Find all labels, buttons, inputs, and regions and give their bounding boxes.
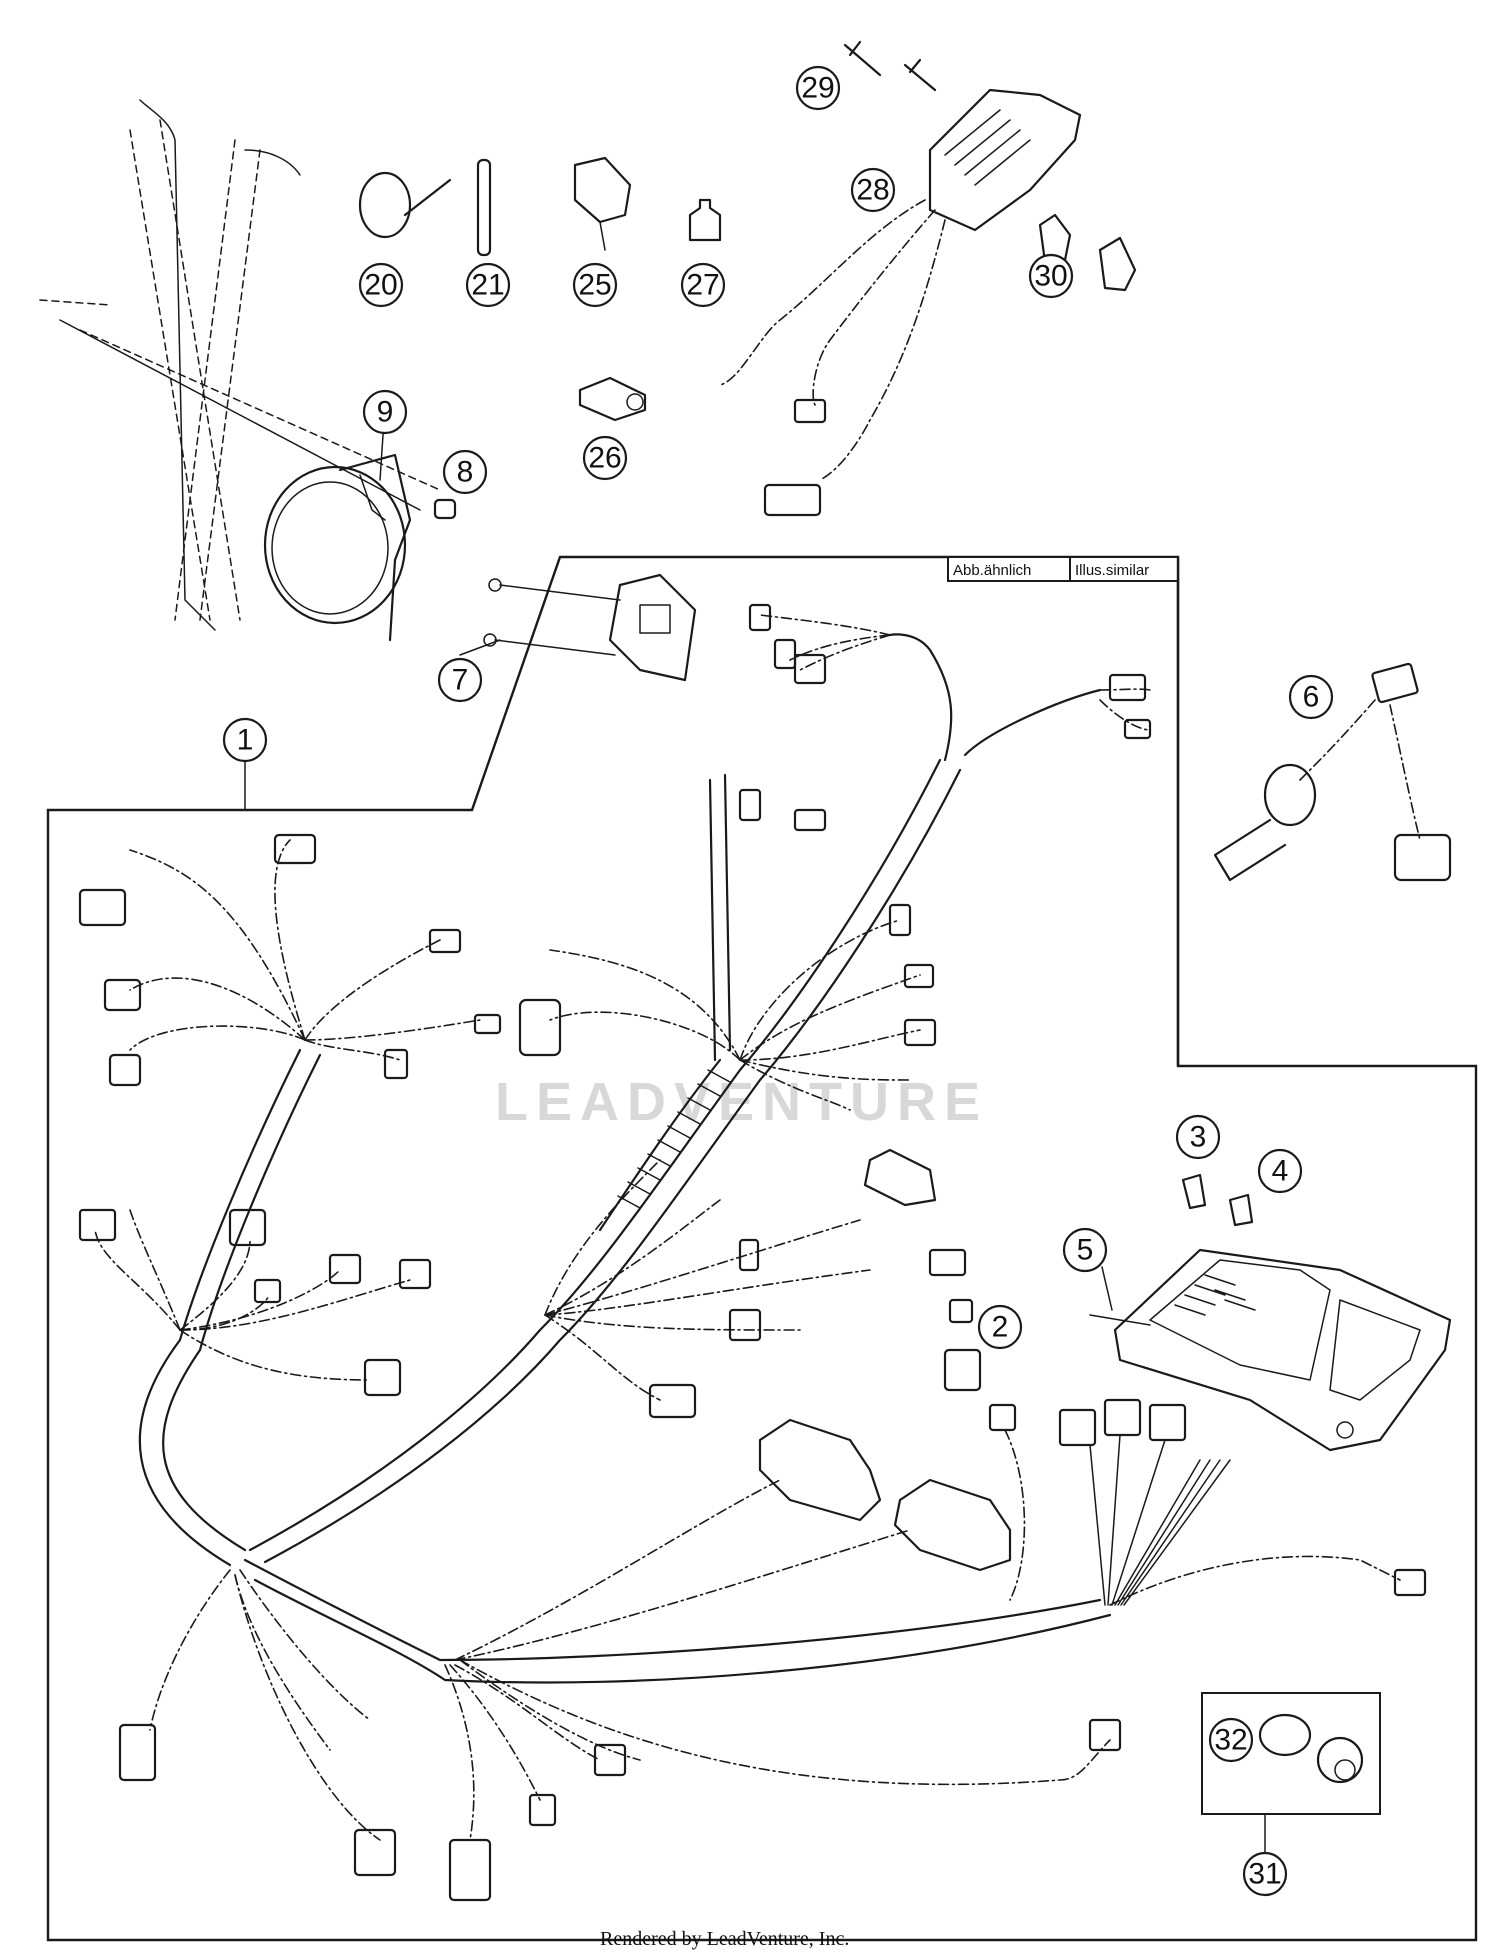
callout-28: 28: [850, 167, 896, 213]
callout-25: 25: [572, 262, 618, 308]
callout-31: 31: [1242, 1851, 1288, 1897]
svg-text:31: 31: [1248, 1858, 1281, 1891]
relay-clips: [1181, 1173, 1254, 1227]
horn: [263, 453, 457, 642]
svg-text:4: 4: [1272, 1155, 1289, 1188]
legend-right-text: Illus.similar: [1075, 562, 1149, 579]
callout-8: 8: [442, 449, 488, 495]
svg-text:20: 20: [364, 269, 397, 302]
connector-26: [578, 376, 647, 422]
callout-2: 2: [977, 1304, 1023, 1350]
callout-5: 5: [1062, 1227, 1108, 1273]
svg-text:9: 9: [377, 396, 394, 429]
svg-text:28: 28: [856, 174, 889, 207]
svg-text:29: 29: [801, 72, 834, 105]
bolts-29: [843, 40, 937, 92]
cable-tie-20: [358, 171, 452, 239]
svg-text:2: 2: [992, 1311, 1009, 1344]
svg-text:8: 8: [457, 456, 474, 489]
callout-1: 1: [222, 717, 268, 763]
regulator-28: [719, 88, 1082, 517]
callout-3: 3: [1175, 1114, 1221, 1160]
callout-6: 6: [1288, 674, 1334, 720]
harness-trunks: [138, 633, 1112, 1684]
svg-text:30: 30: [1034, 260, 1067, 293]
branch-wires: [78, 603, 1427, 1902]
svg-text:5: 5: [1077, 1234, 1094, 1267]
legend-box: Abb.ähnlich Illus.similar: [947, 556, 1179, 582]
callout-21: 21: [465, 262, 511, 308]
callout-4: 4: [1257, 1148, 1303, 1194]
svg-text:32: 32: [1214, 1724, 1247, 1757]
callout-29: 29: [795, 65, 841, 111]
watermark: LEADVENTURE: [495, 1072, 988, 1132]
callout-27: 27: [680, 262, 726, 308]
svg-text:25: 25: [578, 269, 611, 302]
callout-30: 30: [1028, 253, 1074, 299]
callout-7: 7: [437, 657, 483, 703]
footer-credit: Rendered by LeadVenture, Inc.: [600, 1928, 849, 1950]
legend-left-text: Abb.ähnlich: [953, 562, 1031, 579]
lamp-socket-6: [1213, 662, 1452, 882]
svg-text:26: 26: [588, 442, 621, 475]
legend-right-box: [1069, 556, 1179, 582]
frame-tube-drawing: [39, 99, 441, 631]
svg-text:3: 3: [1190, 1121, 1207, 1154]
svg-text:6: 6: [1303, 681, 1320, 714]
svg-text:1: 1: [237, 724, 254, 757]
svg-text:7: 7: [452, 664, 469, 697]
strap-21: [476, 158, 492, 257]
svg-text:27: 27: [686, 269, 719, 302]
callout-26: 26: [582, 435, 628, 481]
connector-27: [688, 198, 722, 242]
connector-25: [573, 156, 632, 251]
callout-9: 9: [362, 389, 408, 435]
ecu-5: [1089, 1248, 1452, 1452]
svg-text:21: 21: [471, 269, 504, 302]
callout-20: 20: [358, 262, 404, 308]
bulb-holders-32: [1258, 1713, 1364, 1784]
bracket-7: [483, 573, 697, 682]
callout-32: 32: [1208, 1717, 1254, 1763]
